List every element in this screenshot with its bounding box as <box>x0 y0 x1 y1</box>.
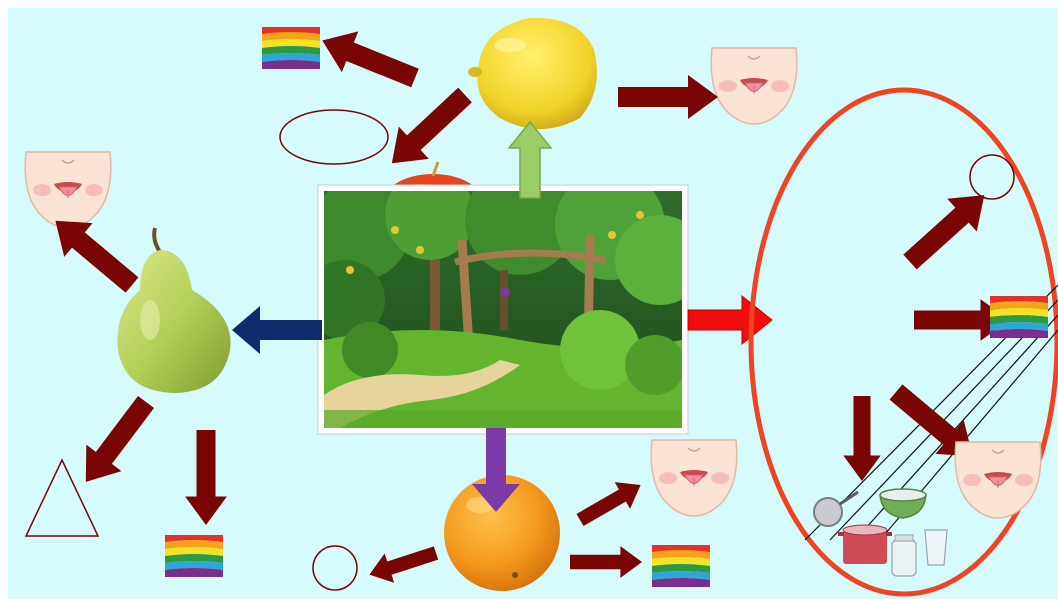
color-swatch-icon <box>262 27 320 69</box>
pot <box>838 525 892 564</box>
orchard-scene <box>305 165 705 428</box>
jar <box>892 535 916 576</box>
color-swatch-icon <box>652 545 710 587</box>
central-image <box>305 165 705 434</box>
glass <box>925 530 947 565</box>
shape-circle-icon <box>970 155 1014 199</box>
color-swatch-icon <box>990 296 1048 338</box>
color-swatch-icon <box>165 535 223 577</box>
